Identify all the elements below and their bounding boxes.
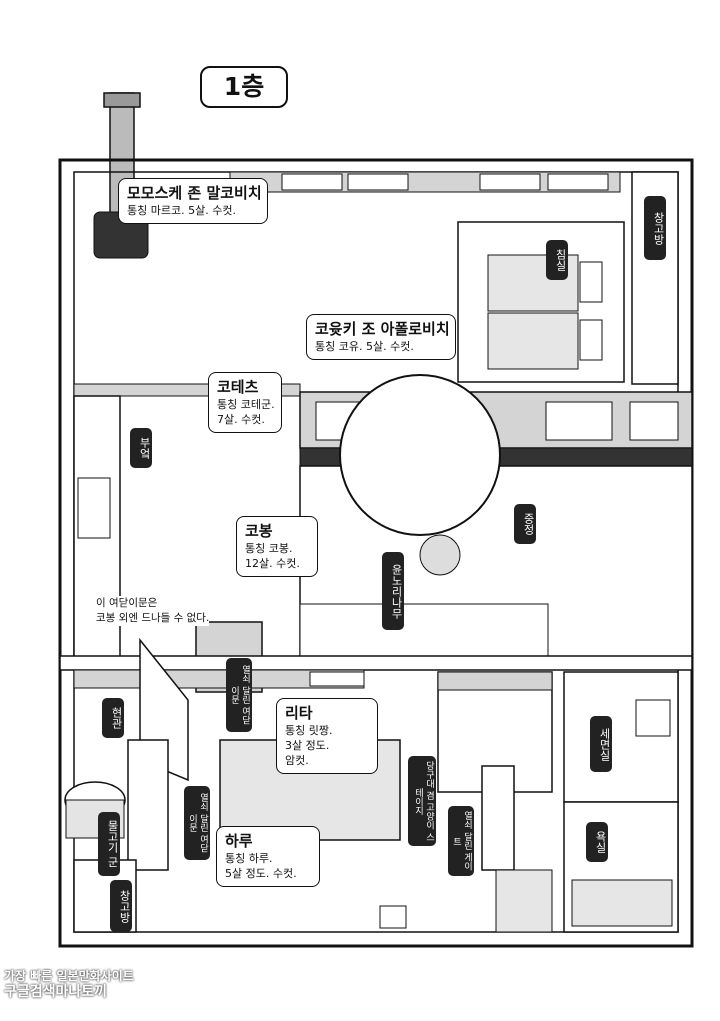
cat-info-2: 12살. 수컷. [245, 557, 300, 570]
cat-name: 코봉 [245, 522, 273, 540]
room-label-entrance: 현관 [102, 698, 124, 738]
cat-label-kobong: 코봉 통칭 코봉. 12살. 수컷. [236, 516, 318, 577]
cat-info: 통칭 코유. 5살. 수컷. [315, 340, 414, 353]
cat-info: 통칭 코테군. [217, 398, 275, 411]
cat-info: 통칭 마르코. 5살. 수컷. [127, 204, 236, 217]
tree-canopy [339, 374, 501, 536]
note-text: 이 여닫이문은 코봉 외엔 드나들 수 없다. [96, 597, 210, 624]
cat-info: 통칭 릿짱. [285, 724, 333, 737]
cat-info-2: 3살 정도. [285, 739, 330, 752]
watermark-line-2: 구글검색마나토끼 [4, 984, 108, 1000]
room-label-storage-bottom: 창고방 [110, 880, 132, 932]
cat-label-koyuki: 코윳키 조 아폴로비치 통칭 코유. 5살. 수컷. [306, 314, 456, 360]
label-locked-gate: 열쇠 달린 게이트 [448, 806, 474, 876]
room-label-fish: 물고기 군 [98, 812, 120, 876]
room-label-kitchen: 부엌 [130, 428, 152, 468]
watermark: 가장 빠른 일본만화사이트 구글검색마나토끼 [4, 968, 144, 1000]
cat-name: 리타 [285, 704, 313, 722]
room-label-storage-top: 창고방 [644, 196, 666, 260]
cat-label-rita: 리타 통칭 릿짱. 3살 정도. 암컷. [276, 698, 378, 774]
cat-info-2: 5살 정도. 수컷. [225, 867, 297, 880]
cat-name: 모모스케 존 말코비치 [127, 184, 262, 202]
watermark-line-1: 가장 빠른 일본만화사이트 [4, 969, 134, 983]
floor-title: 1층 [200, 66, 288, 108]
cat-name: 하루 [225, 832, 253, 850]
cat-info-2: 7살. 수컷. [217, 413, 265, 426]
cat-info: 통칭 하루. [225, 852, 273, 865]
label-locked-door-2: 열쇠 달린 여닫이문 [184, 786, 210, 860]
room-label-washroom: 세면실 [590, 716, 612, 772]
cat-label-momosuke: 모모스케 존 말코비치 통칭 마르코. 5살. 수컷. [118, 178, 268, 224]
cat-name: 코테츠 [217, 378, 259, 396]
room-label-courtyard: 중정 [514, 504, 536, 544]
kitchen-door-note: 이 여닫이문은 코봉 외엔 드나들 수 없다. [96, 596, 210, 626]
cat-info-3: 암컷. [285, 754, 309, 767]
cat-label-kotetsu: 코테츠 통칭 코테군. 7살. 수컷. [208, 372, 282, 433]
room-label-tree: 윤노리나무 [382, 552, 404, 630]
room-label-bathroom: 욕실 [586, 822, 608, 862]
label-locked-door-1: 열쇠 달린 여닫이문 [226, 658, 252, 732]
cat-label-haru: 하루 통칭 하루. 5살 정도. 수컷. [216, 826, 320, 887]
label-cat-stage: 당구대 겸 고양이 스테이지 [408, 756, 436, 846]
cat-name: 코윳키 조 아폴로비치 [315, 320, 450, 338]
room-label-bedroom: 침실 [546, 240, 568, 280]
cat-info: 통칭 코봉. [245, 542, 293, 555]
